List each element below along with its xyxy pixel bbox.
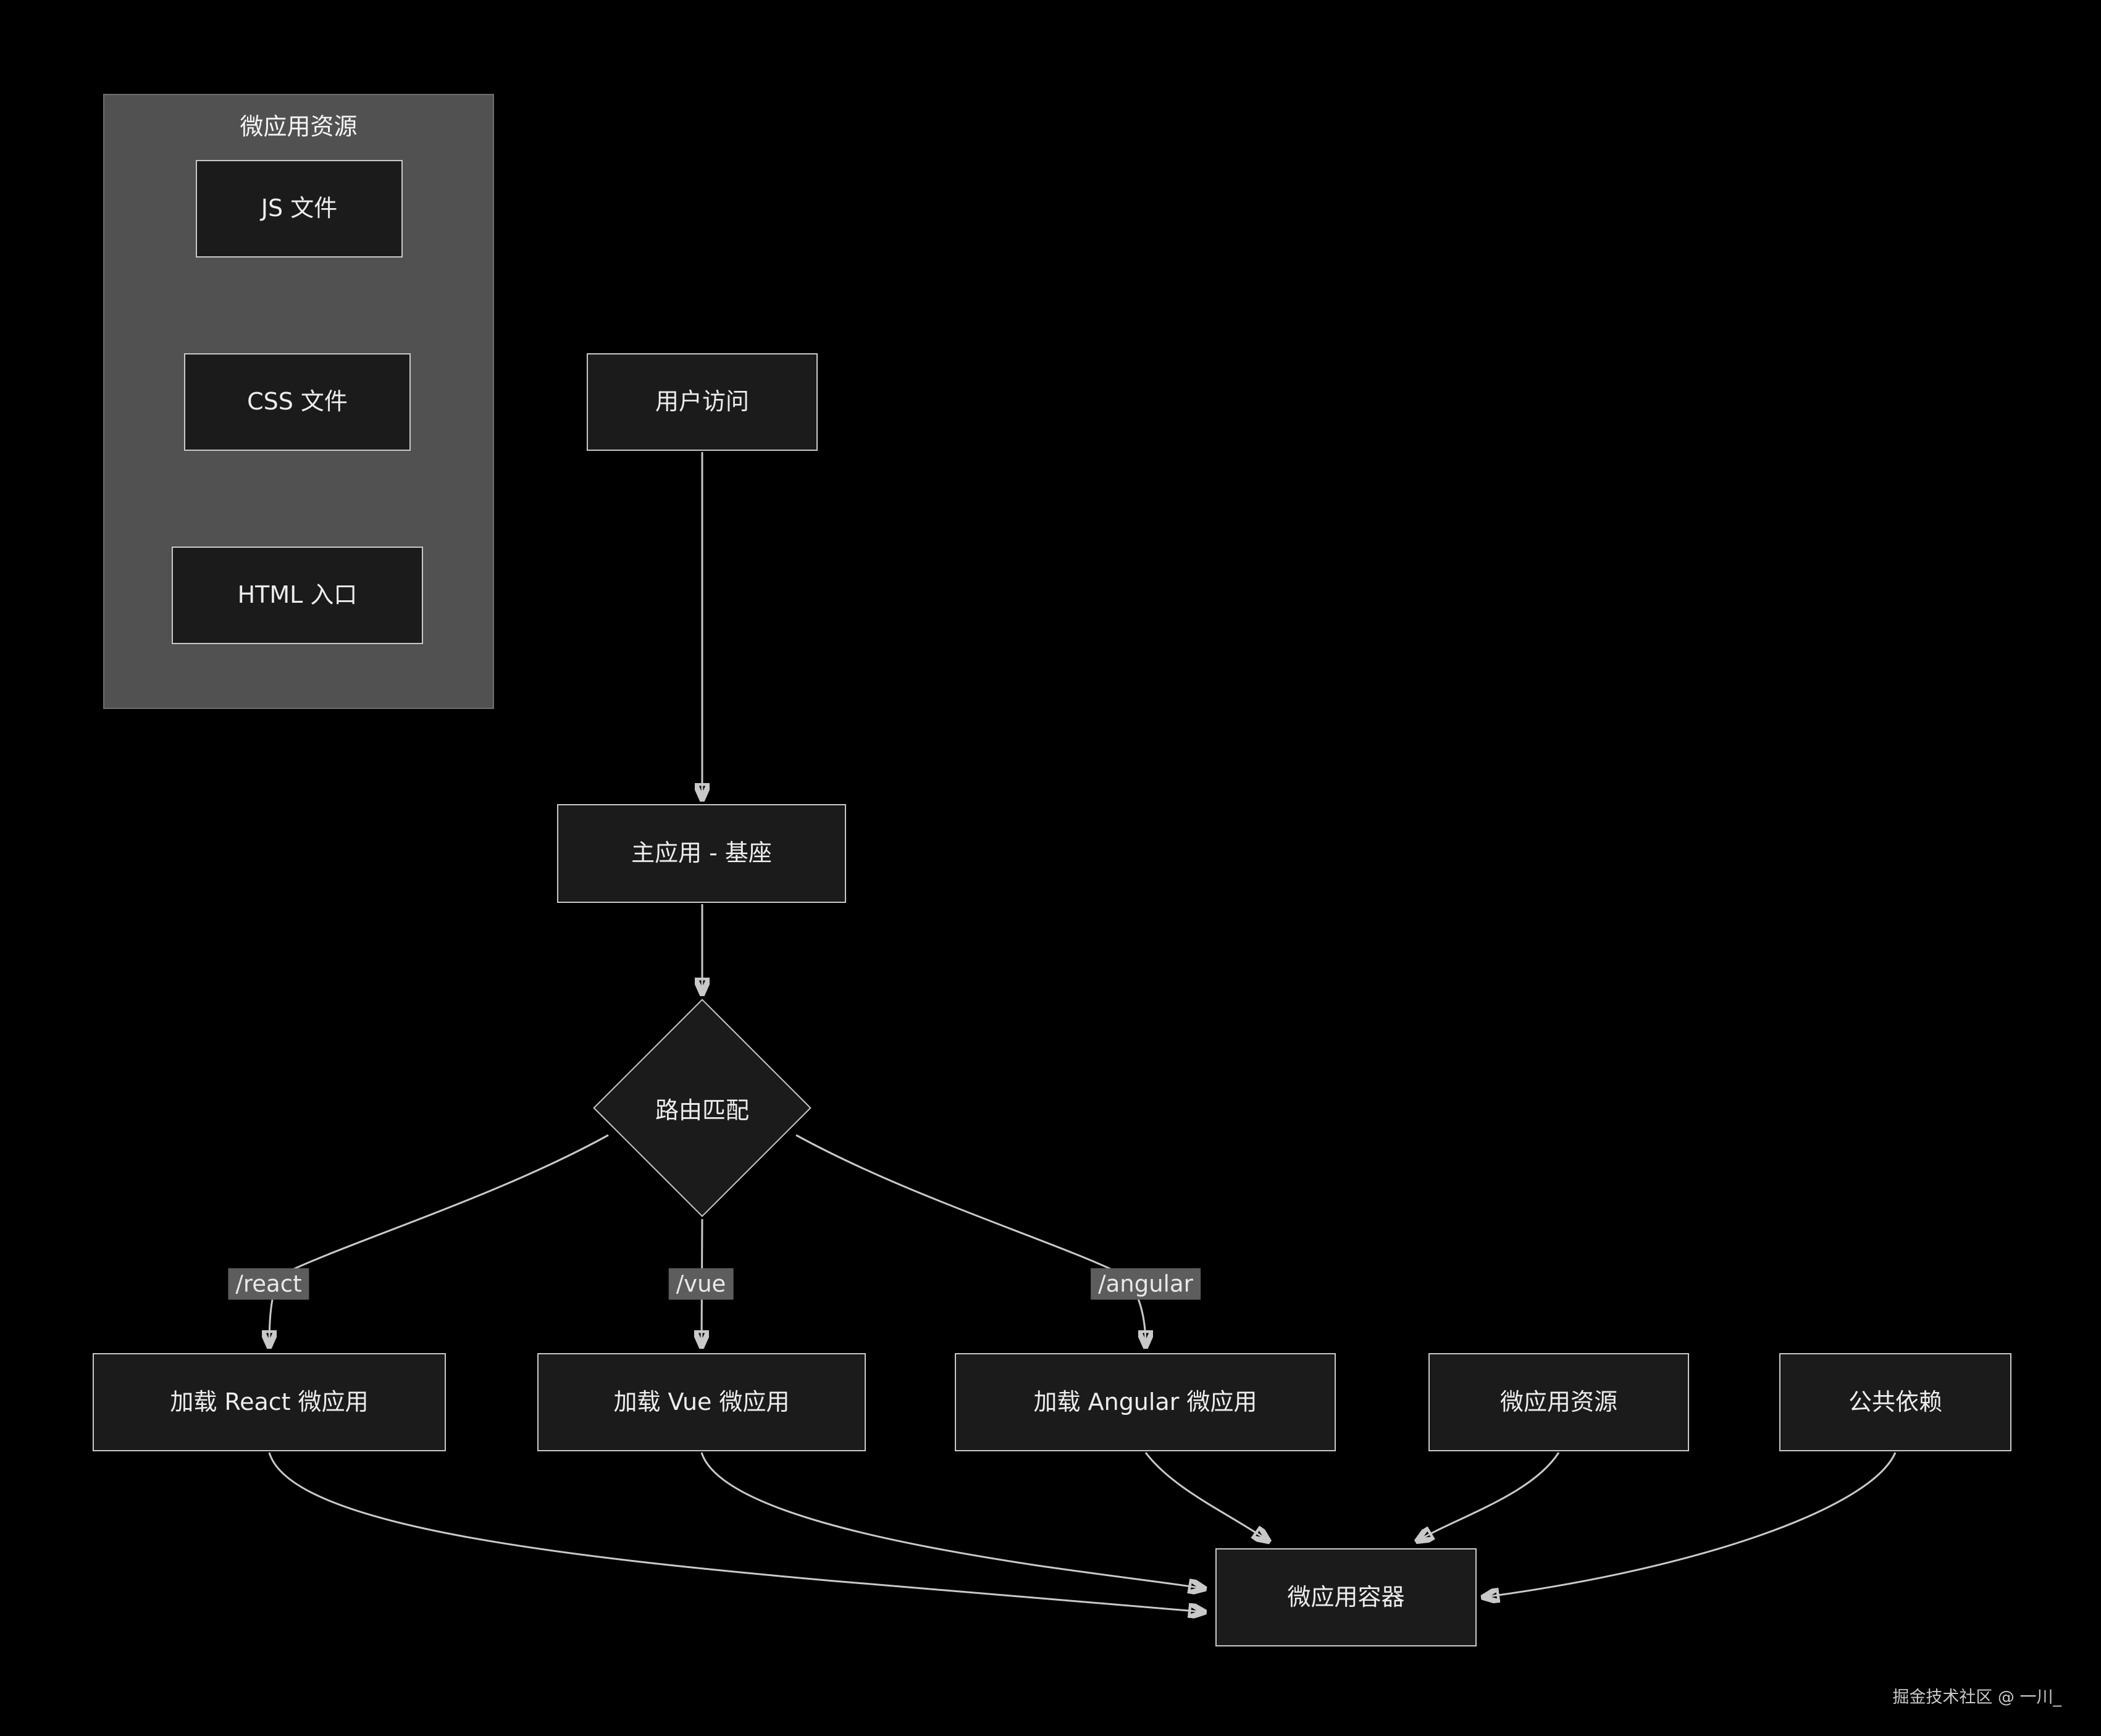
node-css-file: CSS 文件 [184, 353, 411, 451]
edge-route-to-angular [795, 1134, 1146, 1345]
node-html-entry: HTML 入口 [172, 547, 423, 644]
edge-label-angular: /angular [1091, 1268, 1201, 1300]
edge-angular-to-container [1144, 1452, 1267, 1540]
node-load-angular: 加载 Angular 微应用 [955, 1353, 1336, 1451]
edge-resources-to-container [1419, 1452, 1560, 1540]
node-load-react: 加载 React 微应用 [93, 1353, 446, 1451]
group-title: 微应用资源 [240, 113, 358, 140]
node-load-vue: 加载 Vue 微应用 [537, 1353, 866, 1451]
node-main-app-base: 主应用 - 基座 [557, 804, 846, 903]
edge-react-to-container [268, 1452, 1203, 1612]
edge-vue-to-container [700, 1452, 1203, 1588]
node-micro-app-container: 微应用容器 [1215, 1548, 1477, 1646]
edge-deps-to-container [1485, 1452, 1897, 1597]
route-match-label: 路由匹配 [655, 1096, 749, 1124]
watermark: 掘金技术社区 @ 一川_ [1892, 1688, 2061, 1707]
node-common-deps: 公共依赖 [1779, 1353, 2011, 1451]
edge-label-react: /react [228, 1268, 309, 1300]
edge-label-vue: /vue [668, 1268, 734, 1300]
node-micro-resources: 微应用资源 [1428, 1353, 1689, 1451]
node-user-visit: 用户访问 [587, 353, 818, 451]
edge-route-to-react [269, 1134, 609, 1345]
node-js-file: JS 文件 [196, 160, 403, 258]
